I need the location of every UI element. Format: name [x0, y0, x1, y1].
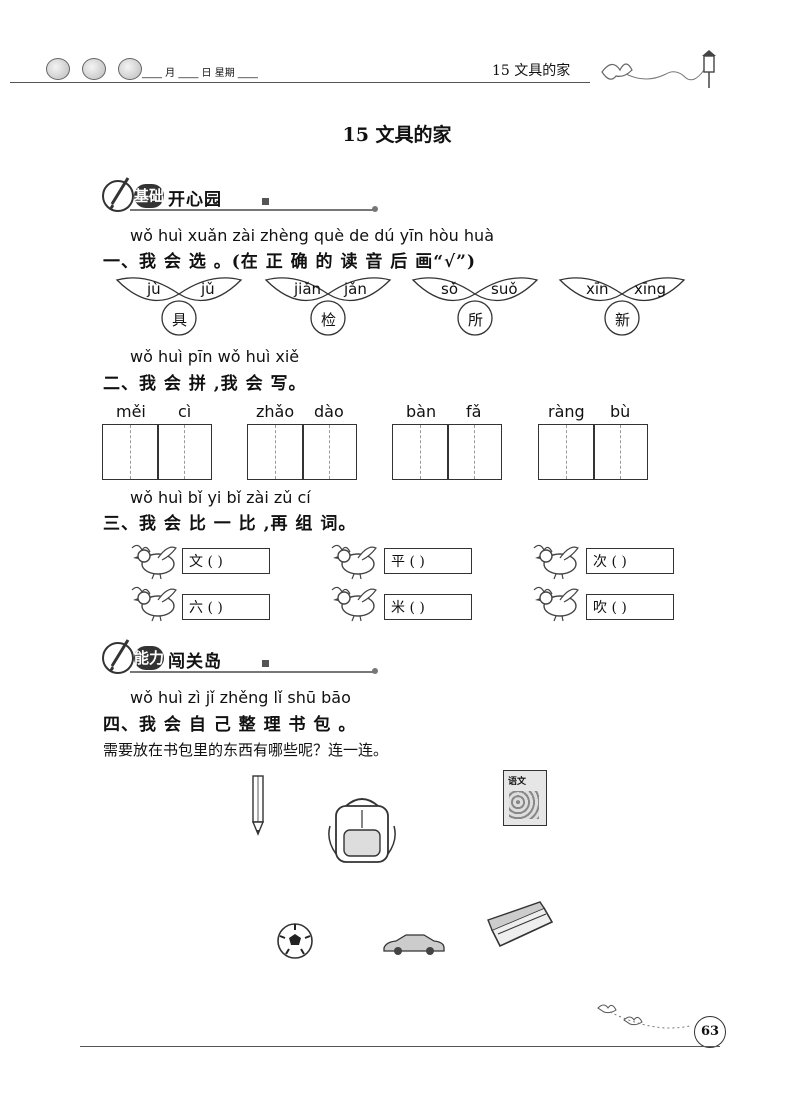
pinyin-option[interactable]: jǔ: [201, 280, 215, 298]
section-underline: [130, 209, 374, 211]
writing-grid[interactable]: [538, 424, 648, 480]
pinyin-option[interactable]: xīn: [586, 280, 609, 298]
compare-word-box[interactable]: 平 ( ): [384, 548, 472, 574]
dove-icon: [533, 544, 579, 580]
leaf-shape-icon: [411, 277, 539, 336]
q1-option-group: sǒ suǒ 所: [411, 274, 571, 336]
pinyin-option[interactable]: jù: [147, 280, 161, 298]
pinyin-option[interactable]: suǒ: [491, 280, 518, 298]
compare-word-box[interactable]: 米 ( ): [384, 594, 472, 620]
dove-icon: [533, 586, 579, 622]
square-icon: [262, 660, 269, 667]
pinyin-option[interactable]: xīng: [634, 280, 667, 298]
square-icon: [262, 198, 269, 205]
dove-icon: [331, 544, 377, 580]
word-pinyin: cì: [178, 402, 192, 421]
soccer-ball-icon[interactable]: [276, 922, 314, 960]
date-line: ____ 月 ____ 日 星期 ____: [142, 68, 258, 79]
leaf-shape-icon: [264, 277, 392, 336]
q4-title: 四、我 会 自 己 整 理 书 包 。: [103, 715, 357, 735]
toy-car-icon[interactable]: [382, 932, 446, 956]
dove-icon: [331, 586, 377, 622]
pinyin-option[interactable]: jiǎn: [294, 280, 322, 298]
section-badge-basic: 基础: [134, 184, 164, 208]
q1-pinyin: wǒ huì xuǎn zài zhèng què de dú yīn hòu …: [130, 226, 494, 245]
compare-word-box[interactable]: 次 ( ): [586, 548, 674, 574]
smiley-face-icon: [46, 58, 70, 80]
q1-option-group: xīn xīng 新: [558, 274, 718, 336]
target-character: 所: [468, 311, 484, 329]
q1-title: 一、我 会 选 。(在 正 确 的 读 音 后 画“√”): [103, 252, 477, 272]
section-badge-ability: 能力: [134, 646, 164, 670]
footer-rule: [80, 1046, 720, 1047]
word-pinyin: měi: [116, 402, 146, 421]
dove-icon: [131, 586, 177, 622]
leaf-shape-icon: [115, 277, 243, 336]
word-pinyin: zhǎo: [256, 402, 295, 421]
header-rule: [10, 82, 590, 83]
word-pinyin: dào: [314, 402, 344, 421]
compare-word-box[interactable]: 吹 ( ): [586, 594, 674, 620]
word-pinyin: bàn: [406, 402, 437, 421]
brush-icon: [102, 177, 134, 212]
butterfly-trail-decoration-icon: [597, 1004, 691, 1029]
section-underline-dot: [372, 206, 378, 212]
smiley-face-icon: [82, 58, 106, 80]
compare-word-box[interactable]: 六 ( ): [182, 594, 270, 620]
header-lesson-ref: 15 文具的家: [492, 63, 571, 79]
q3-title: 三、我 会 比 一 比 ,再 组 词。: [103, 514, 357, 534]
butterfly-lamp-decoration-icon: [601, 50, 716, 88]
target-character: 新: [615, 311, 631, 329]
dove-icon: [131, 544, 177, 580]
pencil-icon[interactable]: [246, 774, 270, 838]
q2-pinyin: wǒ huì pīn wǒ huì xiě: [130, 347, 300, 366]
textbook-icon[interactable]: 语文: [503, 770, 547, 826]
pencil-case-icon[interactable]: [484, 900, 556, 952]
page-title: 15 文具的家: [342, 124, 452, 146]
smiley-face-icon: [118, 58, 142, 80]
leaf-shape-icon: [558, 277, 686, 336]
word-pinyin: bù: [610, 402, 631, 421]
writing-grid[interactable]: [247, 424, 357, 480]
target-character: 具: [172, 311, 188, 329]
section-underline-dot: [372, 668, 378, 674]
q4-instruction: 需要放在书包里的东西有哪些呢？连一连。: [103, 741, 389, 759]
backpack-icon[interactable]: [324, 796, 400, 866]
word-pinyin: fǎ: [466, 402, 482, 421]
section-title-challenge-island: 闯关岛: [168, 652, 222, 672]
q3-pinyin: wǒ huì bǐ yi bǐ zài zǔ cí: [130, 488, 311, 507]
target-character: 检: [321, 311, 337, 329]
word-pinyin: ràng: [548, 402, 585, 421]
brush-icon: [102, 639, 134, 674]
section-underline: [130, 671, 374, 673]
q1-option-group: jù jǔ 具: [115, 274, 275, 336]
section-title-happy-garden: 开心园: [168, 190, 222, 210]
writing-grid[interactable]: [392, 424, 502, 480]
q1-option-group: jiǎn jǎn 检: [264, 274, 424, 336]
pinyin-option[interactable]: jǎn: [344, 280, 367, 298]
pinyin-option[interactable]: sǒ: [441, 280, 458, 298]
q2-title: 二、我 会 拼 ,我 会 写。: [103, 374, 307, 394]
book-cover-title: 语文: [508, 777, 527, 787]
compare-word-box[interactable]: 文 ( ): [182, 548, 270, 574]
q4-pinyin: wǒ huì zì jǐ zhěng lǐ shū bāo: [130, 688, 351, 707]
page-number: 63: [694, 1016, 726, 1048]
writing-grid[interactable]: [102, 424, 212, 480]
